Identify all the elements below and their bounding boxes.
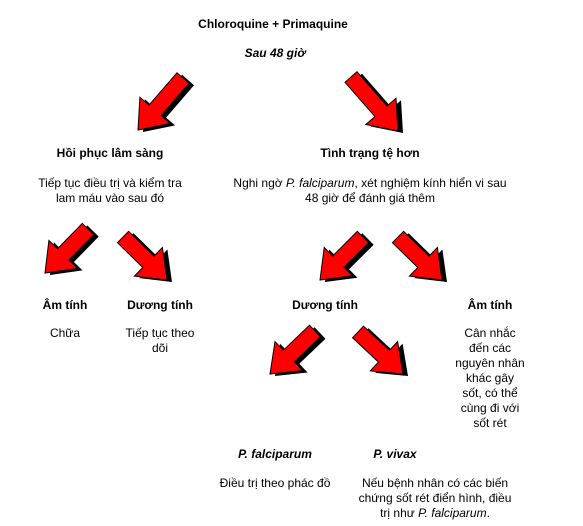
left-negative-heading: Âm tính — [42, 298, 88, 312]
clinical-recovery-heading: Hồi phục lâm sàng — [56, 146, 164, 160]
right-negative-description-line: nguyên nhân — [455, 356, 525, 370]
right-negative-description-line: sốt rét — [473, 416, 507, 430]
right-negative-heading: Âm tính — [467, 298, 513, 312]
right-negative-description-line: khác gây — [465, 371, 515, 385]
diagram-title: Chloroquine + Primaquine — [198, 17, 348, 31]
right-negative-description-line: cùng đi với — [460, 401, 520, 415]
arrow-body — [269, 324, 322, 375]
right-negative-description-line: sốt, có thể — [462, 386, 518, 400]
arrow-body — [351, 325, 404, 375]
arrow-to-right-negative — [391, 230, 447, 282]
vivax-heading: P. vivax — [373, 447, 417, 461]
left-negative-description: Chữa — [49, 326, 81, 340]
arrow-to-left-negative — [44, 222, 99, 275]
left-positive-heading: Dương tính — [127, 298, 193, 312]
falciparum-description: Điều trị theo phác đồ — [219, 476, 331, 490]
worsening-description: Nghi ngờ P. falciparum, xét nghiệm kính … — [233, 176, 507, 205]
arrow-body — [319, 230, 370, 281]
right-negative-description-line: đến các — [468, 341, 512, 355]
arrow-to-clinical-recovery — [137, 72, 194, 132]
diagram-subtitle: Sau 48 giờ — [244, 46, 306, 60]
worsening-heading: Tình trạng tệ hơn — [320, 146, 420, 160]
arrow-to-worsening — [344, 70, 403, 133]
arrow-body — [344, 70, 399, 132]
arrow-to-right-positive — [319, 230, 374, 282]
arrow-body — [44, 222, 95, 274]
arrow-to-left-positive — [116, 230, 172, 282]
right-negative-description-line: Cân nhắc — [464, 326, 516, 340]
arrow-body — [137, 72, 190, 131]
vivax-description: Nếu bệnh nhân có các biến chứng sốt rét … — [358, 476, 512, 520]
arrow-to-falciparum — [269, 324, 326, 376]
arrow-to-vivax — [351, 325, 408, 376]
left-positive-description: Tiếp tục theo dõi — [125, 326, 195, 355]
falciparum-heading: P. falciparum — [238, 447, 312, 461]
arrow-body — [391, 230, 443, 281]
right-positive-heading: Dương tính — [292, 298, 358, 312]
clinical-recovery-description: Tiếp tục điều trị và kiểm tra lam máu và… — [38, 176, 182, 205]
arrow-body — [116, 230, 168, 281]
